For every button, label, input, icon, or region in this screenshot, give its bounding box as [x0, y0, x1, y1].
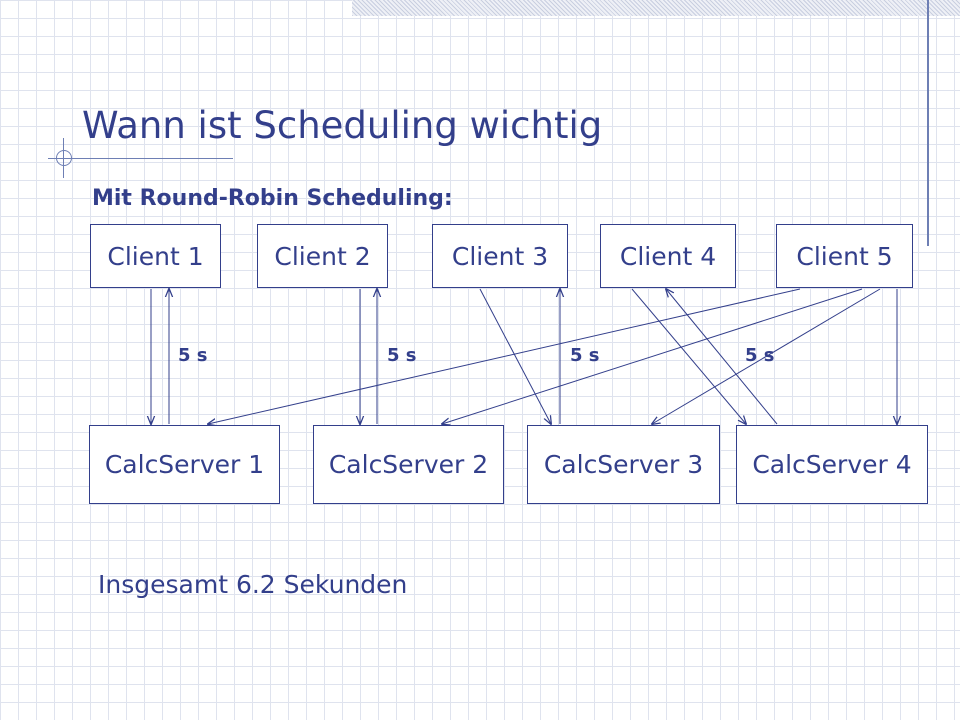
client-2-box: Client 2	[257, 224, 388, 288]
arrow-client5-to-server1	[208, 288, 801, 424]
total-time-text: Insgesamt 6.2 Sekunden	[98, 570, 408, 599]
duration-label-2: 5 s	[387, 345, 417, 366]
arrow-client5-to-server3	[652, 288, 881, 424]
calcserver-3-box: CalcServer 3	[527, 425, 720, 504]
client-1-box: Client 1	[90, 224, 221, 288]
calcserver-1-box: CalcServer 1	[89, 425, 280, 504]
decorative-rule-vertical	[927, 0, 929, 246]
arrow-client5-to-server2	[442, 288, 863, 424]
arrow-server4-to-client4	[666, 289, 778, 425]
calcserver-2-box: CalcServer 2	[313, 425, 504, 504]
duration-label-1: 5 s	[178, 345, 208, 366]
client-3-box: Client 3	[432, 224, 568, 288]
client-5-box: Client 5	[776, 224, 913, 288]
arrow-client3-to-server3	[479, 288, 551, 424]
page-title: Wann ist Scheduling wichtig	[82, 104, 603, 147]
subtitle: Mit Round-Robin Scheduling:	[92, 186, 453, 211]
duration-label-4: 5 s	[745, 345, 775, 366]
calcserver-4-box: CalcServer 4	[736, 425, 928, 504]
client-4-box: Client 4	[600, 224, 736, 288]
decorative-circle	[56, 150, 72, 166]
decorative-stripe	[352, 0, 960, 16]
title-underline	[48, 158, 233, 159]
duration-label-3: 5 s	[570, 345, 600, 366]
arrow-client4-to-server4	[631, 288, 746, 424]
